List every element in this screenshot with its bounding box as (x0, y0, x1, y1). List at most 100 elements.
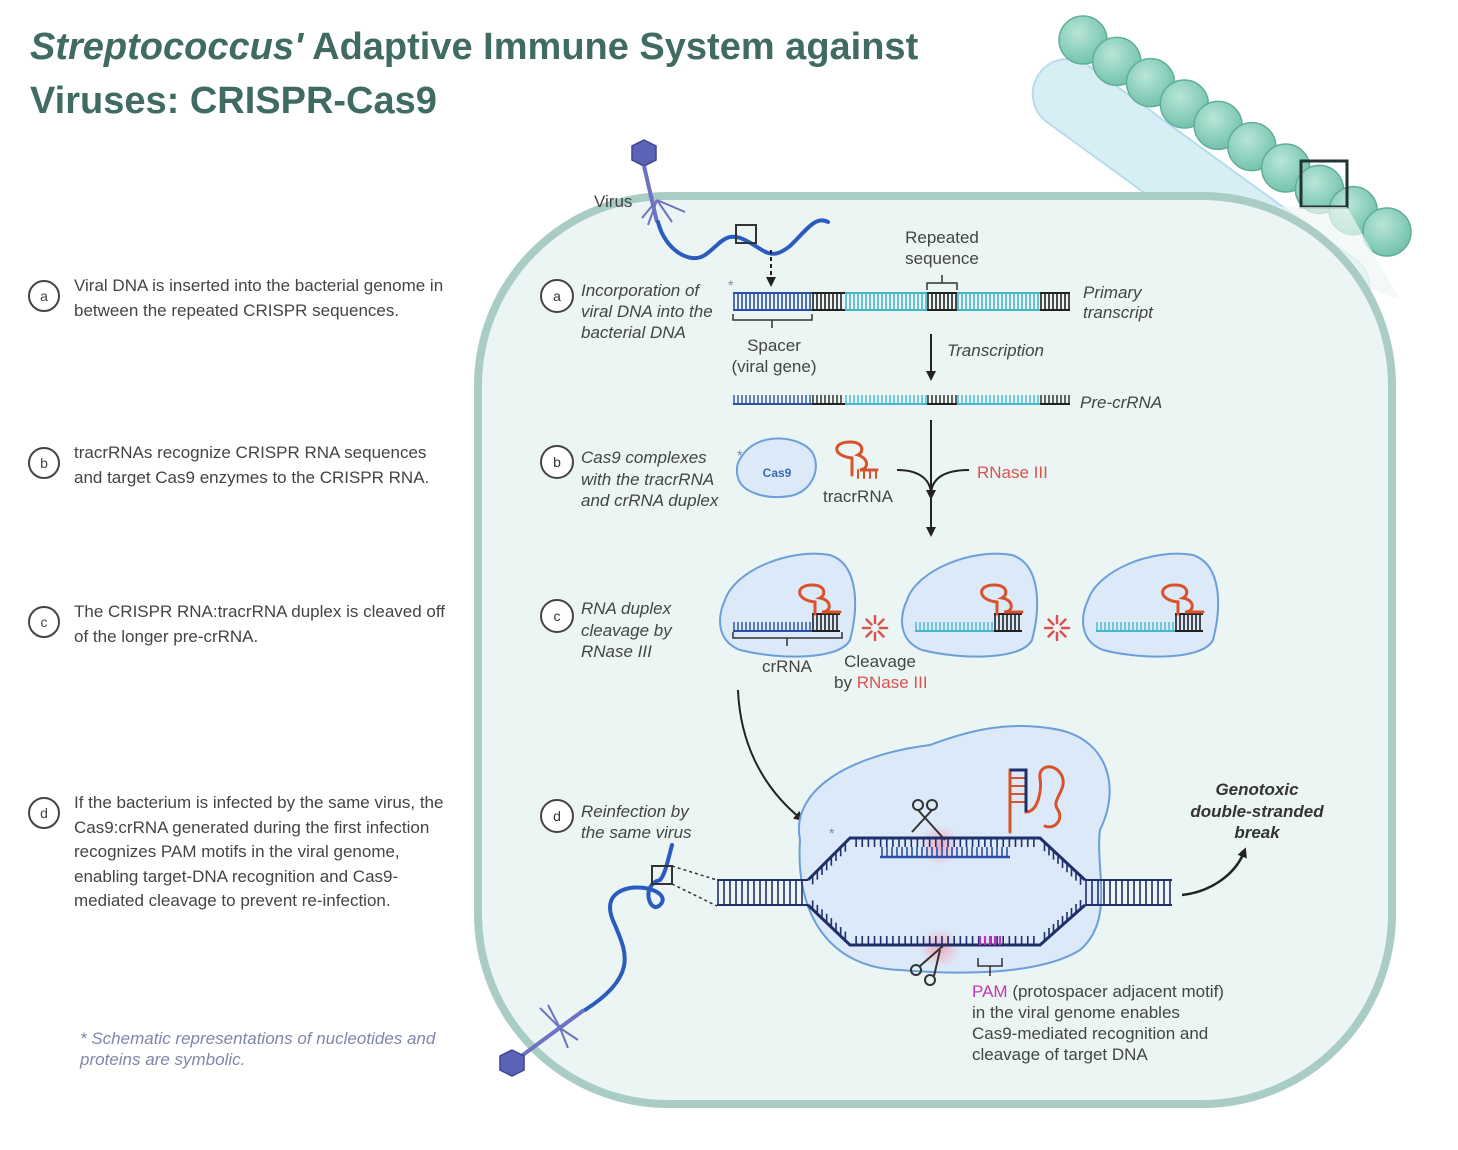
rnase-label-b: RNase III (977, 463, 1048, 482)
repeat-segment (812, 292, 845, 311)
cas9-crrna-complex (1082, 552, 1220, 658)
pam-line2: in the viral genome enables (972, 1003, 1180, 1022)
step-a-text: Viral DNA is inserted into the bacterial… (74, 276, 444, 320)
spacer-line1: Spacer (747, 336, 801, 355)
cleavage-label: Cleavage (844, 652, 916, 671)
primary-line2: transcript (1083, 303, 1154, 322)
stage-b-line2: with the tracrRNA (581, 470, 714, 489)
crrna-spacer (1096, 622, 1175, 632)
cas9-protein (735, 437, 817, 498)
spacer-line2: (viral gene) (731, 357, 816, 376)
rnase-burst-icon (861, 614, 889, 642)
scissors-bottom-icon (910, 944, 945, 986)
scissors-top-icon (911, 799, 946, 841)
repeated-bracket (926, 275, 958, 290)
stage-a-badge: a (540, 279, 574, 313)
stage-c-line2: cleavage by (581, 621, 673, 640)
repeat-segment (927, 292, 957, 311)
genotoxic-line3: break (1234, 823, 1281, 842)
viral-dna-strand (656, 218, 830, 261)
stage-b-line1: Cas9 complexes (581, 448, 707, 467)
viral-gene-box (735, 224, 757, 244)
crrna-repeat (994, 613, 1022, 632)
step-b-badge: b (28, 447, 60, 479)
title-italic: Streptococcus' (30, 26, 303, 68)
crrna-label: crRNA (762, 657, 813, 676)
primary-transcript (733, 292, 1070, 311)
guide-crrna (880, 847, 1010, 859)
zoom-line-1 (671, 865, 718, 881)
svg-text:c: c (554, 608, 561, 624)
stage-b-line3: and crRNA duplex (581, 491, 719, 510)
stage-d-line2: the same virus (581, 823, 692, 842)
target-dna-left (717, 879, 808, 906)
stage-d-badge: d (540, 799, 574, 833)
asterisk-a: * (728, 277, 734, 293)
step-b-text: tracrRNAs recognize CRISPR RNA sequences… (74, 443, 430, 487)
pam-line4: cleavage of target DNA (972, 1045, 1148, 1064)
step-d-badge: d (28, 797, 60, 829)
rnase-cut-icons (861, 614, 1071, 642)
step-d-text: If the bacterium is infected by the same… (74, 793, 444, 910)
cas9-complexes (719, 552, 1220, 658)
svg-text:a: a (553, 288, 561, 304)
stage-b-badge: b (540, 445, 574, 479)
pam-line3: Cas9-mediated recognition and (972, 1024, 1208, 1043)
spacer-segment (733, 292, 812, 311)
crrna-repeat (812, 613, 840, 632)
target-dna-upper-strand (806, 836, 1087, 885)
cas9-crrna-complex (719, 552, 857, 658)
cas9-crrna-complex (901, 552, 1039, 658)
crrna-spacer (915, 622, 994, 632)
reinfecting-viral-dna (583, 843, 674, 1012)
repeat-segment (1040, 292, 1070, 311)
stage-c-badge: c (540, 599, 574, 633)
spacer-rna (957, 395, 1040, 405)
zoom-line-2 (671, 883, 718, 907)
stage-a-line1: Incorporation of (581, 281, 701, 300)
crrna-repeat (1175, 613, 1203, 632)
step-c-text: The CRISPR RNA:tracrRNA duplex is cleave… (74, 602, 445, 646)
stage-c-line3: RNase III (581, 642, 652, 661)
repeated-line2: sequence (905, 249, 979, 268)
footnote: * Schematic representations of nucleotid… (80, 1029, 436, 1069)
pam-site (978, 936, 1002, 945)
target-dna-right (1085, 879, 1172, 906)
cut-site-glow-top (920, 825, 960, 865)
spacer-segment (845, 292, 927, 311)
stage-d-line1: Reinfection by (581, 802, 690, 821)
pam-bracket (977, 958, 1003, 976)
spacer-rna (845, 395, 927, 405)
spacer-bracket (732, 314, 813, 328)
asterisk-d: * (829, 825, 835, 841)
precrrna-label: Pre-crRNA (1080, 393, 1162, 412)
reinfection-arrow (737, 689, 804, 822)
step-a-badge: a (28, 280, 60, 312)
cas9-label: Cas9 (763, 466, 792, 480)
svg-text:b: b (553, 454, 561, 470)
crrna-spacer (733, 622, 812, 632)
bacterium-cell (1362, 207, 1412, 257)
tracrrna-icon (835, 440, 879, 479)
svg-text:d: d (553, 808, 561, 824)
virus-label: Virus (594, 192, 632, 211)
genotoxic-line2: double-stranded (1190, 802, 1324, 821)
stage-a-line2: viral DNA into the (581, 302, 713, 321)
break-arrow (1181, 847, 1247, 897)
virus-top-icon (631, 139, 686, 226)
spacer-segment (957, 292, 1040, 311)
crrna-bracket (732, 632, 843, 646)
genotoxic-line1: Genotoxic (1215, 780, 1299, 799)
target-dna-bubble (717, 836, 1172, 947)
repeat-rna (1040, 395, 1070, 405)
virus-bottom-icon (499, 1004, 586, 1077)
repeat-rna (812, 395, 845, 405)
title-rest: Adaptive Immune System against Viruses: … (30, 26, 919, 122)
asterisk-b: * (737, 447, 743, 463)
pre-crrna (733, 395, 1070, 405)
stage-a-line3: bacterial DNA (581, 323, 686, 342)
reinfection-box (651, 865, 673, 885)
page-title: Streptococcus' Adaptive Immune System ag… (30, 20, 1010, 128)
pam-line1: PAM (protospacer adjacent motif) (972, 982, 1224, 1001)
